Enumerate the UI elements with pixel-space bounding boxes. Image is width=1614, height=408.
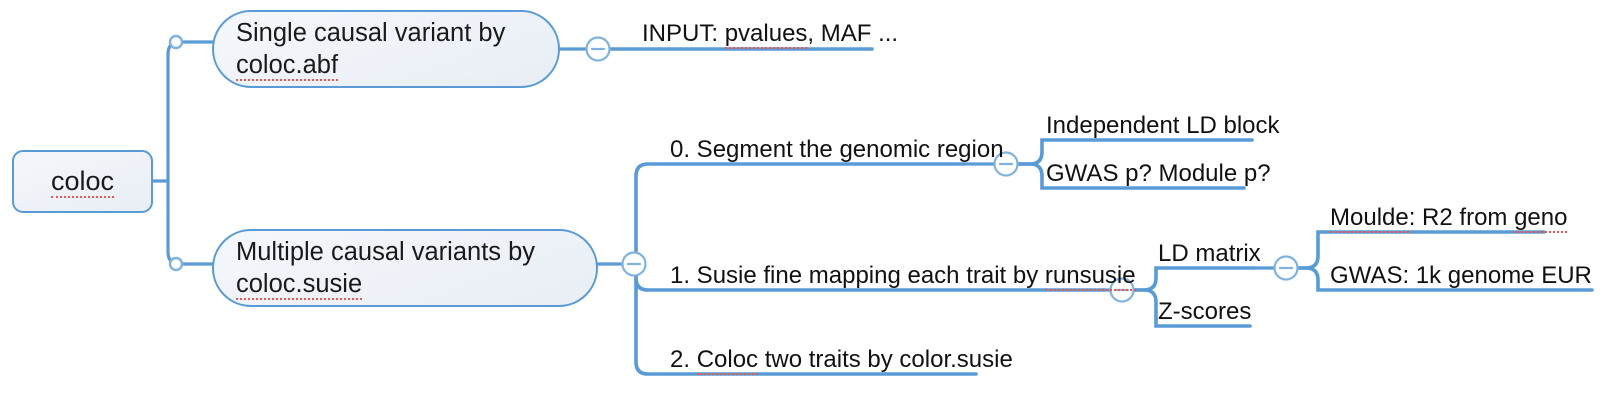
node-step0-label: 0. Segment the genomic region [670,136,1004,163]
node-input[interactable]: INPUT: pvalues, MAF ... [636,22,904,50]
wire-step0-child2 [1016,162,1246,190]
node-step1-susie-fine-mapping[interactable]: 1. Susie fine mapping each trait by runs… [664,264,1142,292]
collapse-button-multiple[interactable] [621,251,647,277]
node-z-scores[interactable]: Z-scores [1152,300,1257,328]
node-input-prefix: INPUT: [642,20,725,47]
node-multiple-causal-variants-text: Multiple causal variants by coloc.susie [236,236,574,301]
node-step2-prefix: 2. [670,346,697,373]
node-input-misspelled: pvalues [724,20,808,49]
node-moulde-text: Moulde: R2 from geno [1324,206,1573,234]
node-gwas-1k-genome-eur-label: GWAS: 1k genome EUR [1330,262,1592,289]
node-multiple-line1: Multiple causal variants by [236,237,536,266]
junction-dot-single [168,34,184,50]
node-single-causal-variant-text: Single causal variant by coloc.abf [236,17,536,82]
wire-to-step0 [634,162,966,266]
node-input-suffix: , MAF ... [807,20,899,47]
wire-root-to-single [166,40,214,183]
wire-ldmatrix-gwas1k [1296,266,1594,292]
node-gwas-p-module-p[interactable]: GWAS p? Module p? [1040,162,1277,190]
node-step2-text: 2. Coloc two traits by color.susie [664,348,1019,376]
node-moulde-misspelled-1: Moulde [1330,204,1409,233]
node-step1-text: 1. Susie fine mapping each trait by runs… [664,264,1142,292]
node-ld-matrix[interactable]: LD matrix [1152,242,1267,270]
node-single-line2: coloc.abf [236,49,339,82]
collapse-button-ldmatrix[interactable] [1273,255,1299,281]
node-step2-suffix: two traits by color.susie [758,346,1013,373]
collapse-button-single[interactable] [585,36,611,62]
node-step2-coloc-two-traits[interactable]: 2. Coloc two traits by color.susie [664,348,1019,376]
node-single-causal-variant[interactable]: Single causal variant by coloc.abf [212,10,560,88]
node-ld-matrix-label: LD matrix [1158,240,1261,267]
node-independent-ld-block[interactable]: Independent LD block [1040,114,1286,142]
node-multiple-line2: coloc.susie [236,268,363,301]
node-gwas-p-module-p-label: GWAS p? Module p? [1046,160,1271,187]
node-single-line1: Single causal variant by [236,18,506,47]
wire-step1-zscores [1132,288,1252,328]
node-step1-prefix: 1. Susie fine mapping each trait by [670,262,1045,289]
node-independent-ld-block-label: Independent LD block [1046,112,1280,139]
node-z-scores-label: Z-scores [1158,298,1252,325]
node-moulde-r2-from-geno[interactable]: Moulde: R2 from geno [1324,206,1573,234]
root-node-label: coloc [50,166,115,198]
node-moulde-misspelled-2: geno [1514,204,1568,233]
node-step2-misspelled: Coloc [696,346,759,375]
node-moulde-middle: : R2 from [1408,204,1515,231]
wire-to-step2 [634,262,978,376]
node-step1-misspelled: runsusie [1044,262,1136,291]
node-gwas-1k-genome-eur[interactable]: GWAS: 1k genome EUR [1324,264,1598,292]
node-multiple-causal-variants[interactable]: Multiple causal variants by coloc.susie [212,229,598,307]
junction-dot-multiple [168,256,184,272]
root-node-coloc[interactable]: coloc [12,150,153,213]
wire-step1-ldmatrix [1132,266,1256,292]
wire-root-to-multiple [166,179,214,266]
collapse-button-step0[interactable] [993,151,1019,177]
node-input-text: INPUT: pvalues, MAF ... [636,22,904,50]
node-step0-segment-genomic-region[interactable]: 0. Segment the genomic region [664,138,1010,166]
